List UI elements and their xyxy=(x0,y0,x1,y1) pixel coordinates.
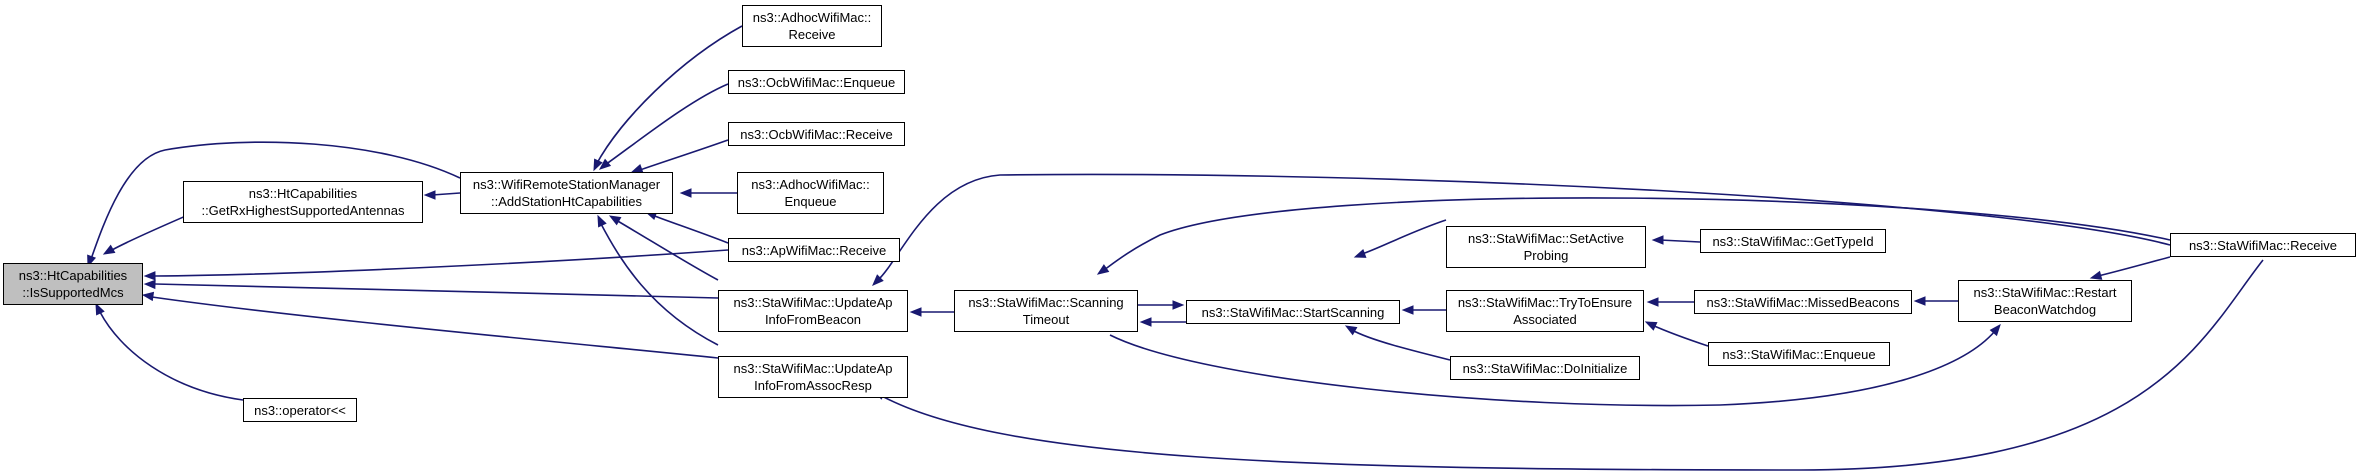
node-label: ns3::OcbWifiMac::Receive xyxy=(740,126,893,142)
node-operator-lshift[interactable]: ns3::operator<< xyxy=(243,398,357,422)
edge-apreceive-to-issupportedmcs xyxy=(154,249,729,277)
node-label: ns3::HtCapabilities ::GetRxHighestSuppor… xyxy=(201,186,405,218)
node-label: ns3::StaWifiMac::GetTypeId xyxy=(1712,233,1874,249)
node-label: ns3::StaWifiMac::UpdateAp InfoFromBeacon xyxy=(733,295,893,327)
arrowhead xyxy=(1172,300,1185,310)
node-ap-wifi-mac-receive[interactable]: ns3::ApWifiMac::Receive xyxy=(728,238,900,262)
node-label: ns3::StaWifiMac::Scanning Timeout xyxy=(968,295,1124,327)
edge-setactiveprobing-to-startscanning xyxy=(1361,219,1447,255)
edge-stareceive-to-scanningtimeout xyxy=(1103,197,2171,271)
node-sta-wifi-mac-receive[interactable]: ns3::StaWifiMac::Receive xyxy=(2170,233,2356,257)
arrowhead xyxy=(1096,264,1110,275)
arrowhead xyxy=(141,291,155,302)
arrowhead xyxy=(1344,325,1358,336)
arrowhead xyxy=(1401,305,1414,315)
edge-ocbreceive-to-addstationht xyxy=(639,139,729,171)
edge-stareceive-to-restartwatchdog xyxy=(2097,256,2171,277)
arrowhead xyxy=(872,274,884,286)
node-label: ns3::StaWifiMac::Enqueue xyxy=(1722,346,1876,362)
arrowhead xyxy=(1646,297,1659,307)
edge-updatebeacon-to-issupportedmcs xyxy=(154,283,719,299)
node-sta-wifi-mac-start-scanning[interactable]: ns3::StaWifiMac::StartScanning xyxy=(1186,300,1400,324)
node-label: ns3::HtCapabilities ::IsSupportedMcs xyxy=(18,268,128,300)
arrowhead xyxy=(423,190,436,200)
edge-stareceive-to-updateassoc xyxy=(879,259,2264,471)
arrowhead xyxy=(909,307,922,317)
arrowhead xyxy=(597,214,607,228)
edge-updatebeacon-to-addstationht xyxy=(615,219,719,281)
node-ocb-wifi-mac-enqueue[interactable]: ns3::OcbWifiMac::Enqueue xyxy=(728,70,905,94)
node-label: ns3::StaWifiMac::UpdateAp InfoFromAssocR… xyxy=(733,361,893,393)
arrowhead xyxy=(1651,235,1664,245)
arrowhead xyxy=(95,302,105,316)
node-label: ns3::WifiRemoteStationManager ::AddStati… xyxy=(472,177,661,209)
node-label: ns3::operator<< xyxy=(254,402,346,418)
arrowhead xyxy=(593,158,603,172)
node-label: ns3::StaWifiMac::Receive xyxy=(2188,237,2338,253)
edge-addstationht-to-issupportedmcs xyxy=(89,141,461,263)
edge-gettypeid-to-setactiveprobing xyxy=(1659,239,1701,243)
node-sta-wifi-mac-do-initialize[interactable]: ns3::StaWifiMac::DoInitialize xyxy=(1450,356,1640,380)
edge-doinitialize-to-startscanning xyxy=(1351,329,1451,361)
edge-stareceive-to-updatebeacon xyxy=(877,173,2171,281)
node-label: ns3::OcbWifiMac::Enqueue xyxy=(737,74,896,90)
node-label: ns3::StaWifiMac::StartScanning xyxy=(1201,304,1385,320)
node-label: ns3::StaWifiMac::Restart BeaconWatchdog xyxy=(1973,285,2117,317)
arrowhead xyxy=(608,215,622,226)
node-label: ns3::ApWifiMac::Receive xyxy=(741,242,887,258)
edge-addstationht-to-getrxhighest xyxy=(431,192,461,196)
edge-updateassoc-to-issupportedmcs xyxy=(151,296,719,359)
node-label: ns3::AdhocWifiMac:: Enqueue xyxy=(751,177,870,209)
node-label: ns3::StaWifiMac::SetActive Probing xyxy=(1467,231,1625,263)
arrowhead xyxy=(102,244,116,255)
arrowhead xyxy=(679,188,692,198)
arrowhead xyxy=(1989,323,2001,337)
arrowhead xyxy=(2089,270,2103,280)
arrowhead xyxy=(1913,296,1926,306)
node-adhoc-wifi-mac-receive[interactable]: ns3::AdhocWifiMac:: Receive xyxy=(742,5,882,47)
node-ocb-wifi-mac-receive[interactable]: ns3::OcbWifiMac::Receive xyxy=(728,122,905,146)
node-sta-wifi-mac-set-active-probing[interactable]: ns3::StaWifiMac::SetActive Probing xyxy=(1446,226,1646,268)
node-sta-wifi-mac-missed-beacons[interactable]: ns3::StaWifiMac::MissedBeacons xyxy=(1694,290,1912,314)
edge-updateassoc-to-addstationht xyxy=(599,221,719,346)
node-label: ns3::StaWifiMac::MissedBeacons xyxy=(1706,294,1900,310)
node-ht-capabilities-get-rx-highest-supported-antennas[interactable]: ns3::HtCapabilities ::GetRxHighestSuppor… xyxy=(183,181,423,223)
arrowhead xyxy=(1644,321,1658,331)
node-sta-wifi-mac-scanning-timeout[interactable]: ns3::StaWifiMac::Scanning Timeout xyxy=(954,290,1138,332)
arrowhead xyxy=(143,271,156,281)
node-sta-wifi-mac-get-type-id[interactable]: ns3::StaWifiMac::GetTypeId xyxy=(1700,229,1886,253)
arrowhead xyxy=(143,279,156,290)
arrowhead xyxy=(1353,248,1367,258)
edge-staenqueue-to-tryensure xyxy=(1651,324,1709,347)
node-sta-wifi-mac-update-ap-info-from-beacon[interactable]: ns3::StaWifiMac::UpdateAp InfoFromBeacon xyxy=(718,290,908,332)
node-adhoc-wifi-mac-enqueue[interactable]: ns3::AdhocWifiMac:: Enqueue xyxy=(737,172,884,214)
node-label: ns3::StaWifiMac::DoInitialize xyxy=(1462,360,1628,376)
arrowhead xyxy=(1139,317,1152,327)
node-label: ns3::AdhocWifiMac:: Receive xyxy=(752,10,872,42)
node-sta-wifi-mac-restart-beacon-watchdog[interactable]: ns3::StaWifiMac::Restart BeaconWatchdog xyxy=(1958,280,2132,322)
node-sta-wifi-mac-enqueue[interactable]: ns3::StaWifiMac::Enqueue xyxy=(1708,342,1890,366)
edge-ocbenqueue-to-addstationht xyxy=(604,83,729,166)
node-label: ns3::StaWifiMac::TryToEnsure Associated xyxy=(1457,295,1633,327)
node-wifi-remote-station-manager-add-station-ht-capabilities[interactable]: ns3::WifiRemoteStationManager ::AddStati… xyxy=(460,172,673,214)
edge-operator-to-issupportedmcs xyxy=(99,311,244,401)
arrowhead xyxy=(598,158,612,170)
edge-scanningtimeout-to-restartwatchdog xyxy=(1109,330,1996,407)
node-sta-wifi-mac-update-ap-info-from-assoc-resp[interactable]: ns3::StaWifiMac::UpdateAp InfoFromAssocR… xyxy=(718,356,908,398)
edge-apreceive-to-addstationht xyxy=(651,214,729,244)
node-ht-capabilities-is-supported-mcs: ns3::HtCapabilities ::IsSupportedMcs xyxy=(3,263,143,305)
edge-adhocreceive-to-addstationht xyxy=(595,25,743,166)
node-sta-wifi-mac-try-to-ensure-associated[interactable]: ns3::StaWifiMac::TryToEnsure Associated xyxy=(1446,290,1644,332)
